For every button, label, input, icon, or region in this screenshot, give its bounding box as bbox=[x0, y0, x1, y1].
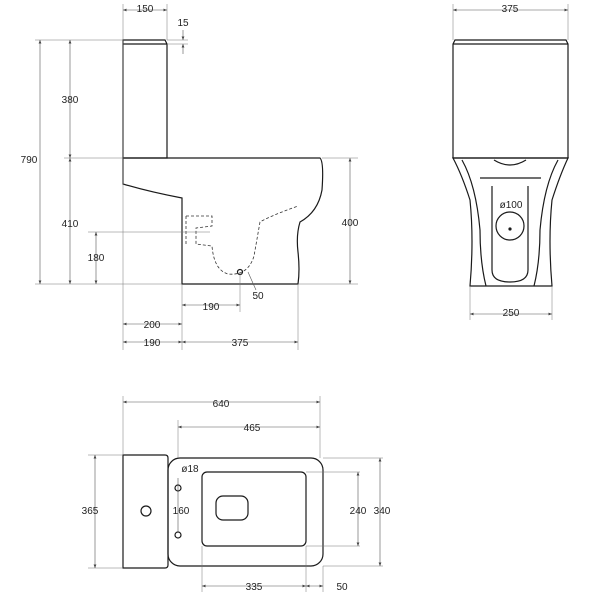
dim-front-outlet: ø100 bbox=[500, 200, 523, 211]
top-button bbox=[140, 505, 152, 517]
dim-front-base-width: 250 bbox=[503, 308, 520, 319]
dim-outlet-offset: 190 bbox=[203, 302, 220, 313]
side-tank bbox=[122, 39, 168, 159]
side-trap-hidden bbox=[186, 205, 299, 275]
side-bowl bbox=[122, 157, 324, 285]
dim-front-tank-width: 375 bbox=[502, 4, 519, 15]
dim-top-tank-width: 365 bbox=[82, 506, 99, 517]
dim-bowl-depth: 375 bbox=[232, 338, 249, 349]
dim-hole-spacing: 160 bbox=[173, 506, 190, 517]
dim-wall-to-outlet: 200 bbox=[144, 320, 161, 331]
dim-outlet-dia: 50 bbox=[252, 291, 264, 302]
dim-front-offset: 50 bbox=[336, 582, 348, 593]
dim-hole-dia: ø18 bbox=[181, 464, 199, 475]
dim-total-height: 790 bbox=[21, 155, 38, 166]
dim-seat-width: 340 bbox=[374, 506, 391, 517]
dim-bowl-height: 410 bbox=[62, 219, 79, 230]
top-tank bbox=[122, 454, 169, 569]
dim-seat-inner-width: 240 bbox=[350, 506, 367, 517]
dim-outlet-height: 180 bbox=[88, 253, 105, 264]
dim-front-height: 400 bbox=[342, 218, 359, 229]
dim-lid-height: 15 bbox=[177, 18, 189, 29]
top-seat bbox=[167, 457, 324, 567]
dim-wall-to-bowl: 190 bbox=[144, 338, 161, 349]
front-tank bbox=[452, 39, 569, 159]
dim-total-length: 640 bbox=[213, 399, 230, 410]
front-view: 375 ø100 250 bbox=[452, 4, 569, 320]
dim-seat-length: 465 bbox=[244, 423, 261, 434]
top-view: 640 465 365 ø18 160 240 340 335 50 bbox=[82, 396, 391, 593]
side-view: 150 15 790 380 410 180 400 190 50 200 19… bbox=[21, 4, 359, 350]
front-outlet bbox=[495, 211, 525, 241]
dim-seat-inner-length: 335 bbox=[246, 582, 263, 593]
dim-tank-height: 380 bbox=[62, 95, 79, 106]
dim-tank-depth: 150 bbox=[137, 4, 154, 15]
